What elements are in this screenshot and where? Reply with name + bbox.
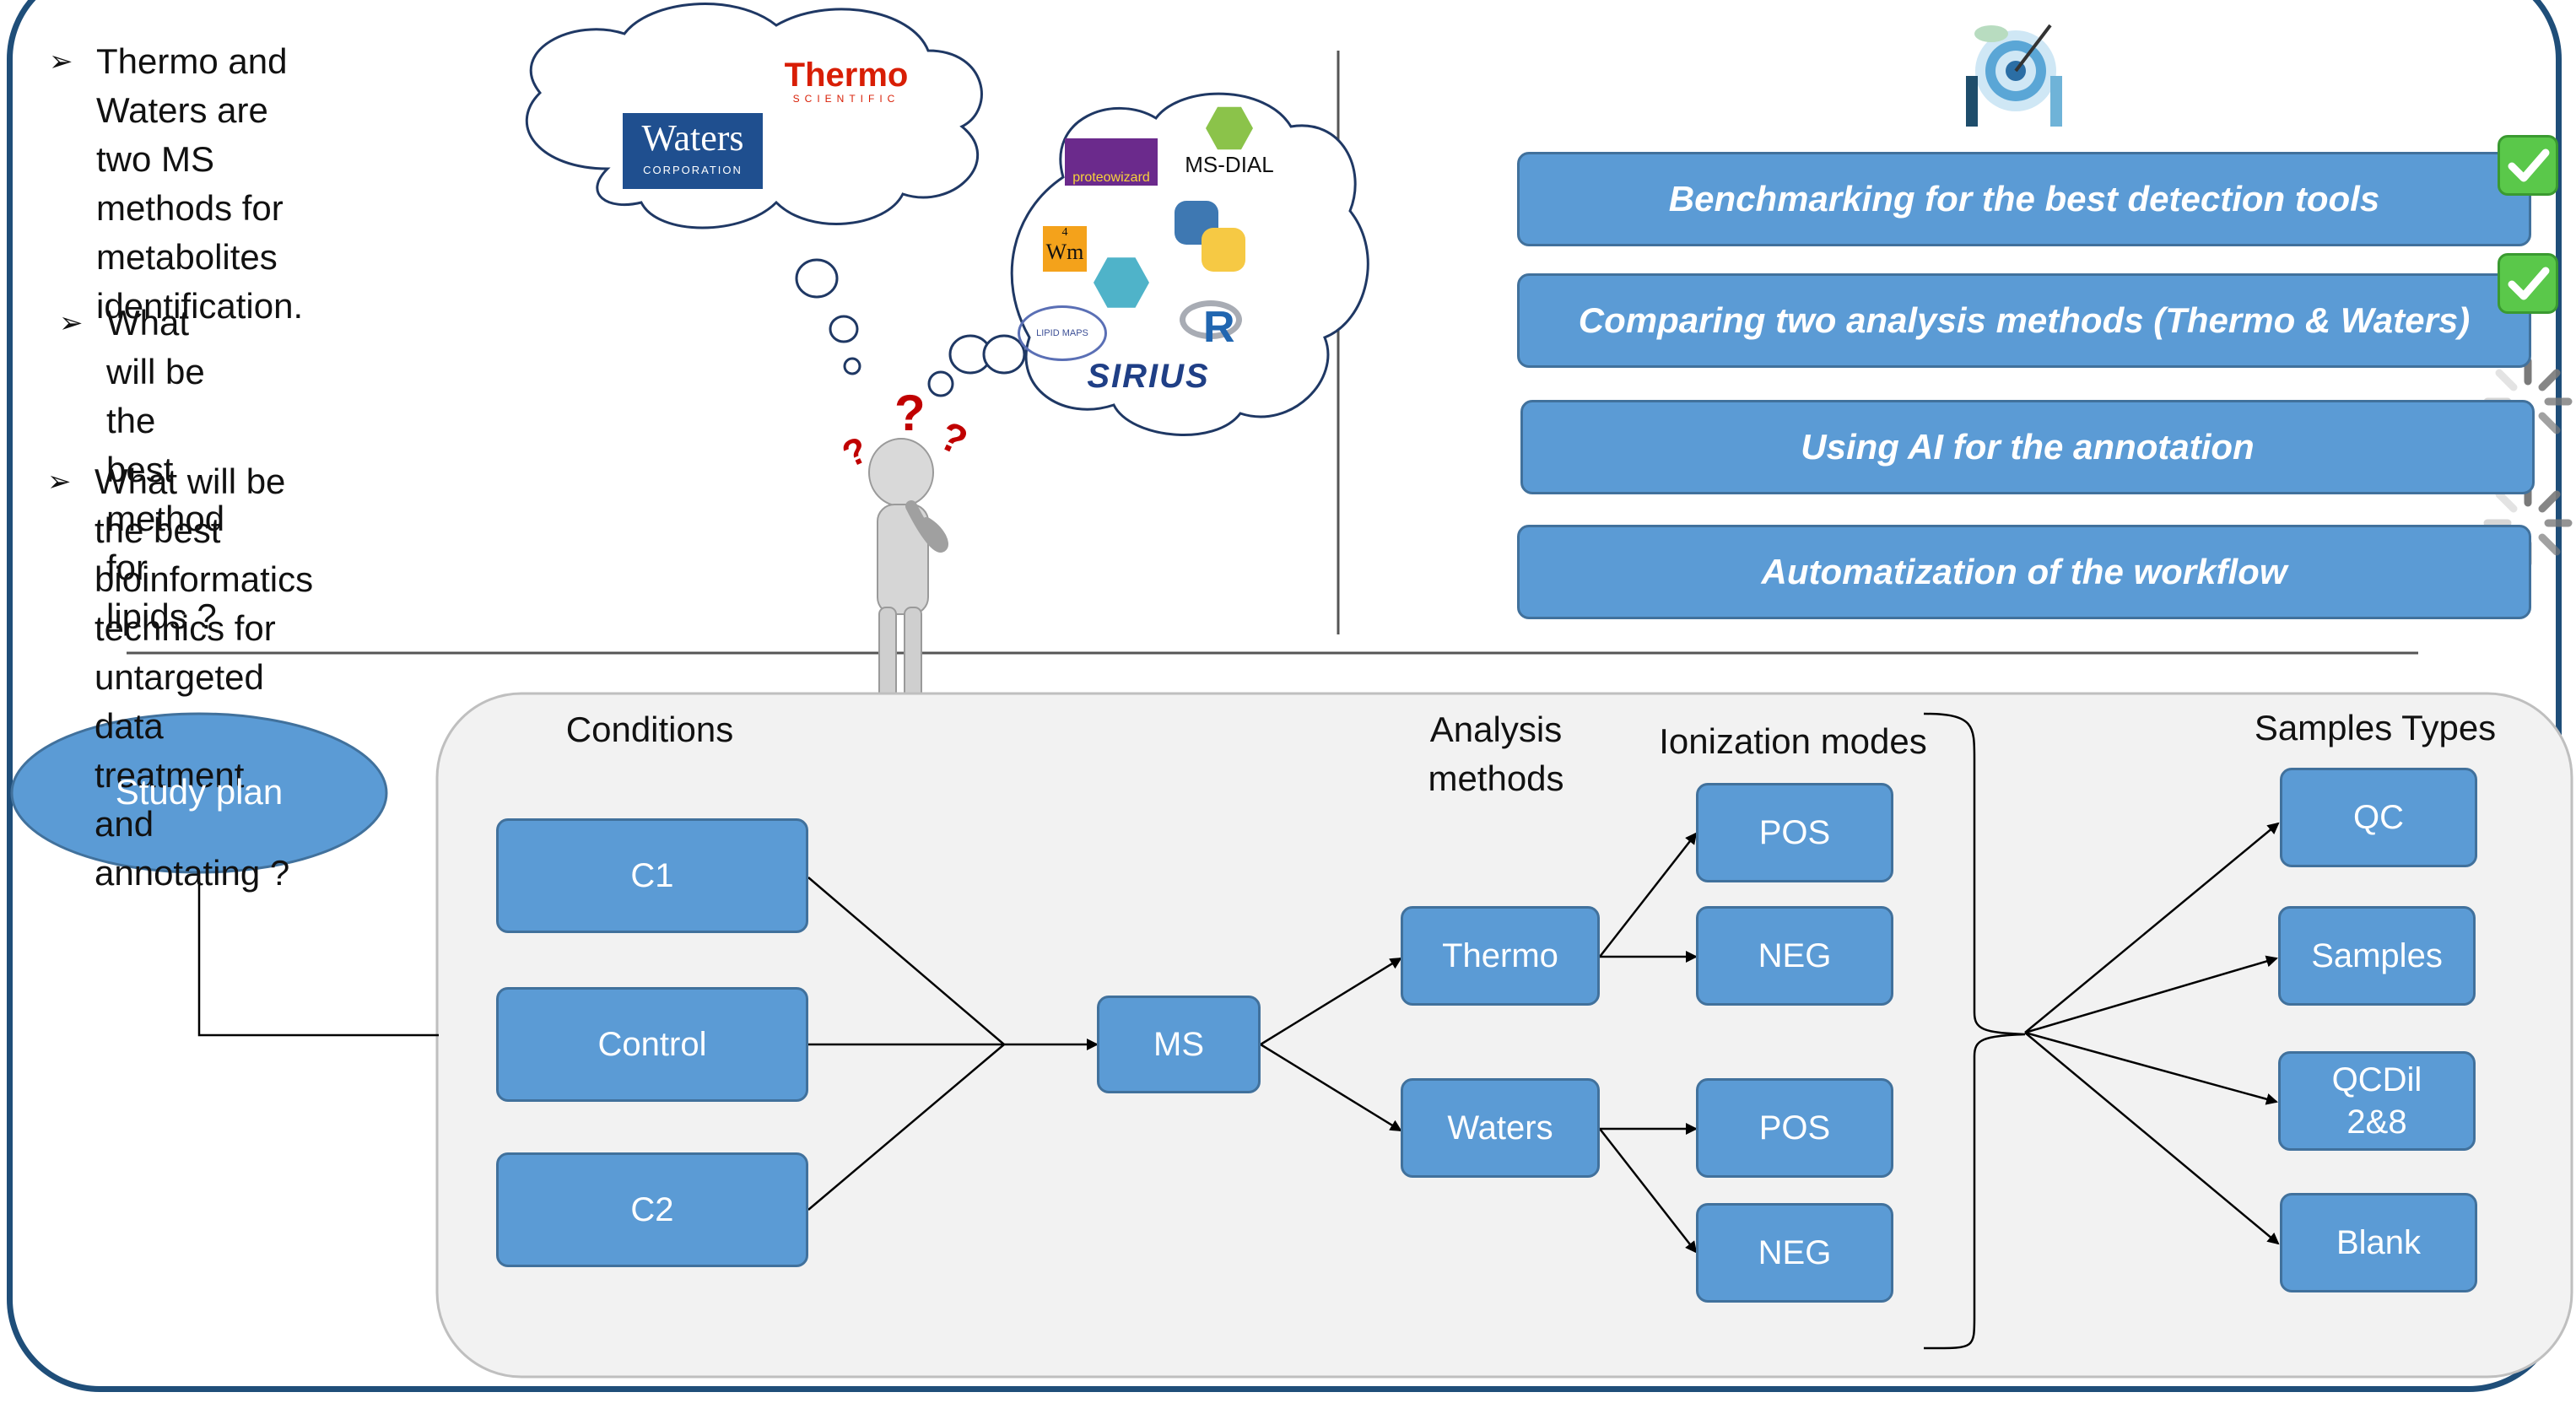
node-label: NEG bbox=[1758, 937, 1832, 974]
goal-label: Using AI for the annotation bbox=[1801, 427, 2255, 467]
svg-text:?: ? bbox=[836, 429, 874, 476]
node-label: Thermo bbox=[1442, 937, 1558, 974]
ionization-waters-neg-node: NEG bbox=[1696, 1203, 1893, 1303]
workflow-connectors bbox=[197, 712, 2280, 1350]
lipidmaps-logo: LIPID MAPS bbox=[1018, 305, 1107, 361]
samples-types-header: Samples Types bbox=[2254, 708, 2497, 747]
thermo-logo: Thermo SCIENTIFIC bbox=[775, 57, 918, 105]
goal-comparing-methods: Comparing two analysis methods (Thermo &… bbox=[1517, 273, 2531, 368]
svg-text:?: ? bbox=[932, 413, 974, 464]
question-3-line: technics for untargeted data treatment bbox=[95, 608, 276, 795]
sample-samples-node: Samples bbox=[2278, 906, 2476, 1006]
python-icon-lower bbox=[1202, 228, 1245, 272]
condition-control-node: Control bbox=[496, 987, 808, 1102]
sirius-logo-text: SIRIUS bbox=[1087, 358, 1210, 395]
msdial-logo-text: MS-DIAL bbox=[1185, 152, 1274, 177]
goal-benchmarking: Benchmarking for the best detection tool… bbox=[1517, 152, 2531, 246]
question-3-line: What will be the best bioinformatics bbox=[95, 461, 314, 599]
node-label: Waters bbox=[1447, 1109, 1553, 1147]
goal-label: Benchmarking for the best detection tool… bbox=[1668, 179, 2380, 219]
wm-logo-text: Wm bbox=[1045, 240, 1084, 264]
msdial-logo: MS-DIAL bbox=[1175, 105, 1284, 178]
goal-label: Comparing two analysis methods (Thermo &… bbox=[1578, 300, 2471, 340]
node-label: QCDil bbox=[2331, 1061, 2422, 1098]
arrow-bullet-icon: ➢ bbox=[49, 46, 73, 78]
analysis-methods-header-line: methods bbox=[1428, 758, 1564, 798]
ionization-modes-header: Ionization modes bbox=[1659, 721, 1927, 761]
condition-c1-node: C1 bbox=[496, 818, 808, 933]
waters-logo-text: Waters bbox=[641, 117, 744, 159]
question-1-line: identification. bbox=[96, 286, 304, 326]
node-label: C1 bbox=[630, 857, 674, 894]
goal-ai-annotation: Using AI for the annotation bbox=[1520, 400, 2535, 494]
thermo-logo-text: Thermo bbox=[784, 57, 909, 94]
arrow-bullet-icon: ➢ bbox=[59, 307, 84, 339]
hex-analysis-logo bbox=[1094, 257, 1149, 308]
condition-c2-node: C2 bbox=[496, 1152, 808, 1267]
analysis-methods-header-line: Analysis bbox=[1429, 710, 1563, 749]
node-label: Samples bbox=[2311, 937, 2443, 974]
target-illustration bbox=[1966, 24, 2062, 127]
question-1-line: metabolites bbox=[96, 237, 278, 277]
node-label: Blank bbox=[2336, 1224, 2422, 1261]
node-label: NEG bbox=[1758, 1234, 1832, 1271]
question-3-line: and annotating ? bbox=[95, 804, 290, 893]
goal-automatization: Automatization of the workflow bbox=[1517, 525, 2531, 619]
sample-qcdil-node: QCDil 2&8 bbox=[2278, 1051, 2476, 1151]
sample-blank-node: Blank bbox=[2280, 1193, 2477, 1292]
proteowizard-logo: proteowizard bbox=[1065, 138, 1158, 186]
node-label: POS bbox=[1758, 814, 1831, 851]
method-thermo-node: Thermo bbox=[1401, 906, 1600, 1006]
r-logo-ring bbox=[1180, 300, 1242, 339]
python-logo bbox=[1175, 201, 1247, 273]
question-2-line: lipids ? bbox=[106, 596, 217, 636]
ionization-thermo-neg-node: NEG bbox=[1696, 906, 1893, 1006]
msdial-hex-icon bbox=[1206, 106, 1253, 150]
svg-text:?: ? bbox=[894, 385, 926, 441]
node-label: C2 bbox=[630, 1191, 674, 1228]
question-1-line: two MS methods for bbox=[96, 139, 284, 228]
node-label: Control bbox=[597, 1026, 707, 1063]
ionization-waters-pos-node: POS bbox=[1696, 1078, 1893, 1178]
ionization-thermo-pos-node: POS bbox=[1696, 783, 1893, 882]
node-label: POS bbox=[1758, 1109, 1831, 1147]
node-label: MS bbox=[1153, 1026, 1204, 1063]
method-waters-node: Waters bbox=[1401, 1078, 1600, 1178]
wm-logo: 4 Wm bbox=[1043, 226, 1087, 272]
check-icon bbox=[2498, 253, 2558, 314]
waters-logo: Waters CORPORATION bbox=[623, 113, 763, 189]
r-logo: R bbox=[1180, 297, 1247, 353]
wm-logo-sup: 4 bbox=[1061, 226, 1068, 239]
arrow-bullet-icon: ➢ bbox=[47, 466, 72, 498]
ms-node: MS bbox=[1097, 996, 1261, 1093]
proteowizard-logo-text: proteowizard bbox=[1072, 170, 1150, 185]
sample-qc-node: QC bbox=[2280, 768, 2477, 867]
question-1-line: Thermo and Waters are bbox=[96, 41, 288, 130]
r-logo-text: R bbox=[1203, 303, 1235, 352]
thermo-logo-subtext: SCIENTIFIC bbox=[792, 93, 900, 105]
waters-logo-subtext: CORPORATION bbox=[643, 164, 743, 176]
conditions-header: Conditions bbox=[565, 710, 734, 749]
analysis-methods-header: Analysis methods bbox=[1392, 705, 1600, 803]
study-plan-node bbox=[10, 712, 388, 874]
thinking-person-figure: ? ? ? bbox=[836, 385, 974, 735]
study-plan-label: Study plan bbox=[115, 772, 284, 812]
sirius-logo: SIRIUS bbox=[1077, 358, 1220, 396]
goal-label: Automatization of the workflow bbox=[1761, 552, 2287, 591]
node-label: QC bbox=[2353, 799, 2404, 836]
node-label: 2&8 bbox=[2346, 1104, 2407, 1141]
lipidmaps-logo-text: LIPID MAPS bbox=[1036, 328, 1088, 338]
check-icon bbox=[2498, 135, 2558, 196]
question-2-line: What will be the best method for bbox=[106, 303, 225, 587]
